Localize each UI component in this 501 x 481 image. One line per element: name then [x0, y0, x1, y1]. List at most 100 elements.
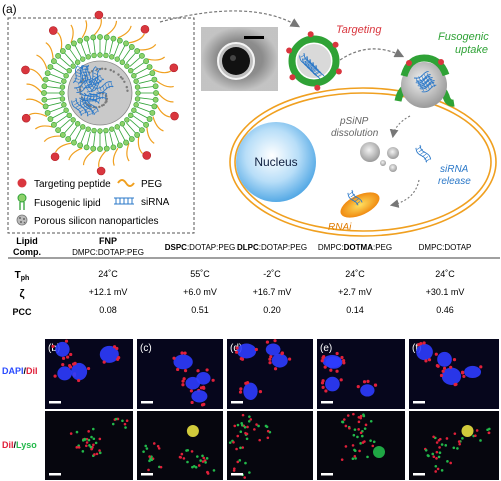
- fluorescent-spot: [243, 425, 247, 429]
- dissolving-particle-2: [387, 147, 399, 159]
- sirna-strand: [347, 189, 363, 206]
- fluorescent-spot: [438, 451, 442, 455]
- fluorescent-spot: [257, 424, 260, 428]
- fluorescent-spot: [255, 423, 258, 426]
- row-label-zeta: ζ: [19, 288, 24, 300]
- fluorescent-spot: [452, 446, 456, 450]
- lipid-head-inner: [59, 90, 65, 96]
- arrow-dissolution: [389, 115, 411, 139]
- fluorescent-spot: [98, 451, 102, 455]
- scale-bar: [49, 473, 61, 476]
- fluorescent-spot: [449, 461, 452, 465]
- peg-chain: [93, 18, 102, 36]
- fluorescent-spot: [90, 447, 93, 451]
- micrograph-dii-lyso: [227, 411, 313, 480]
- peg-chain: [152, 68, 172, 74]
- fluorescent-spot: [486, 428, 489, 432]
- scale-bar: [231, 473, 243, 476]
- scale-bar: [321, 401, 333, 404]
- lipid-head-inner: [109, 126, 115, 132]
- fluorescent-spot: [233, 467, 236, 470]
- peg-chain: [137, 136, 144, 154]
- lipid-head-inner: [119, 59, 126, 65]
- dii-spot: [53, 374, 57, 378]
- dapi-nucleus: [236, 343, 257, 359]
- dii-spot: [320, 359, 324, 363]
- lipid-head-outer: [116, 142, 123, 149]
- dii-spot: [66, 355, 70, 359]
- dii-spot: [61, 362, 65, 367]
- fluorescent-spot: [253, 428, 256, 431]
- cell-membrane-inner: [234, 92, 492, 232]
- lipid-head-outer: [44, 70, 51, 77]
- dapi-nucleus: [173, 354, 193, 370]
- lipid-head-inner: [66, 67, 72, 74]
- fluorescent-spot: [358, 449, 361, 453]
- lipid-head-outer: [71, 139, 77, 146]
- tem-scale-bar: [244, 36, 264, 39]
- fluorescent-spot: [75, 430, 79, 434]
- peg-chain: [29, 68, 44, 82]
- legend-peg: PEG: [141, 179, 162, 190]
- dii-spot: [254, 347, 258, 352]
- dii-spot: [240, 357, 245, 361]
- cell-pcc: 0.20: [263, 305, 281, 315]
- peg-chain: [26, 83, 43, 94]
- circulating-fnp: [286, 31, 342, 91]
- lipid-head-outer: [139, 127, 145, 134]
- lipid-head-inner: [61, 102, 67, 108]
- lipid-head-inner: [109, 54, 115, 60]
- header-lipid: Lipid: [16, 236, 38, 246]
- targeting-peptide: [169, 63, 179, 73]
- fluorescent-spot: [437, 455, 441, 459]
- fluorescent-spot: [363, 440, 366, 443]
- dapi-nucleus: [360, 384, 375, 397]
- fluorescent-spot: [266, 429, 270, 433]
- peg-chain: [98, 150, 107, 168]
- targeting-peptide: [170, 111, 179, 121]
- col-composition: DSPC:DOTAP:PEG: [165, 243, 236, 252]
- lipid-head-outer: [59, 132, 66, 138]
- fluorescent-spot: [357, 420, 361, 424]
- lipid-head-outer: [41, 96, 48, 103]
- dii-spot: [73, 361, 77, 365]
- lipid-head-outer: [55, 52, 61, 59]
- cell-pcc: 0.14: [346, 305, 364, 315]
- fluorescent-spot: [487, 431, 491, 435]
- fluorescent-spot: [124, 426, 127, 429]
- micrograph-panel-label: (b): [48, 343, 60, 354]
- lipid-head-outer: [47, 64, 54, 70]
- fluorescent-spot: [344, 445, 348, 448]
- fluorescent-spot: [435, 450, 439, 454]
- dapi-nucleus: [191, 390, 208, 403]
- peg-chain: [152, 116, 164, 132]
- fluorescent-spot: [360, 434, 364, 438]
- sirna-strand: [311, 64, 325, 80]
- lipid-head-inner: [97, 52, 103, 58]
- peg-chain: [36, 54, 48, 70]
- lipid-head-inner: [114, 56, 120, 62]
- peg-chain: [26, 98, 44, 106]
- dii-spot: [102, 360, 106, 364]
- lipid-head-outer: [123, 139, 129, 146]
- lipid-head-outer: [97, 34, 103, 40]
- dii-spot: [183, 351, 187, 355]
- cell-tph: 24˚C: [435, 269, 455, 279]
- dii-spot: [68, 365, 73, 369]
- cell: Nucleus pSiNP dissolution siRNA release …: [229, 54, 497, 237]
- peg-chain: [128, 33, 145, 44]
- fluorescent-spot: [343, 418, 346, 421]
- lipid-head-outer: [71, 40, 77, 47]
- dissolving-particle-1: [360, 142, 380, 162]
- fluorescent-spot: [199, 459, 202, 462]
- dii-spot: [366, 379, 370, 383]
- dii-spot: [117, 355, 121, 360]
- label-psinp-1: pSiNP: [339, 116, 369, 127]
- fluorescent-spot: [194, 465, 198, 469]
- fluorescent-spot: [204, 461, 207, 464]
- lipid-head-outer: [41, 83, 48, 90]
- dii-spot: [190, 400, 194, 405]
- fluorescent-spot: [125, 419, 129, 423]
- peg-chain: [68, 147, 83, 161]
- fluorescent-spot: [352, 412, 355, 416]
